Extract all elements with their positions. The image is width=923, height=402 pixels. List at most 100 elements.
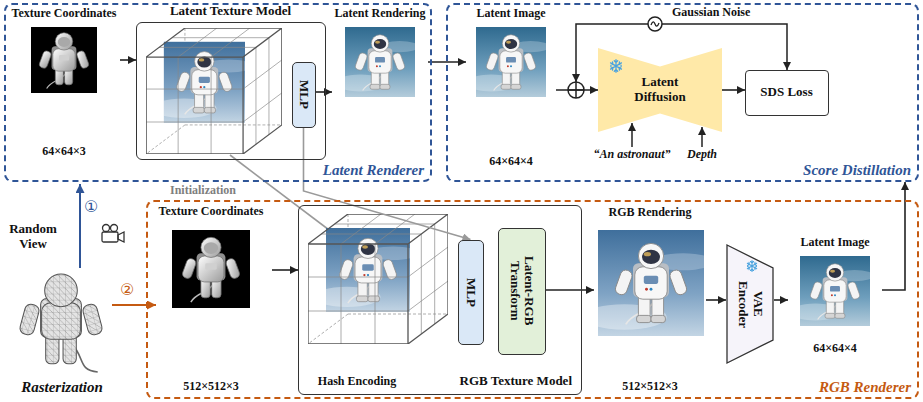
latent-image [465, 27, 550, 97]
latent-image-panel: Latent Image 64×64×4 [788, 236, 882, 356]
mesh-figure [19, 303, 41, 336]
latent-renderer-panel: Latent Renderer Texture Coordinates 64×64×… [4, 3, 432, 182]
encoder-outline [727, 245, 773, 363]
rgb-rendering-image [614, 243, 688, 324]
rgb-rendering-image [582, 230, 715, 336]
flow-arrow [556, 89, 598, 91]
text-slot: Latent-RGB Transform [507, 239, 537, 343]
condition-arrow [632, 123, 702, 147]
latent-rendering-image [334, 27, 419, 97]
text-slot: Random View [4, 222, 62, 252]
loss-box: SDS Loss [745, 70, 829, 116]
box-label: Latent Diffusion [617, 75, 703, 105]
latent-texture-cube [146, 28, 282, 154]
box-label: MLP [463, 278, 478, 307]
latent-image [789, 256, 874, 326]
latent-rendering-image [354, 35, 405, 91]
prompt-label: “An astronaut” [593, 148, 670, 162]
image-caption: Texture Coordinates [159, 205, 264, 219]
text-slot: Latent Diffusion [617, 75, 703, 105]
noise-path [648, 17, 662, 31]
latent-diffusion-unet: Latent Diffusion [598, 48, 722, 132]
mesh-figure [82, 303, 104, 336]
noise-path [651, 22, 659, 26]
transform-box: Latent-RGB Transform [498, 228, 546, 355]
text-slot: Depth [687, 148, 717, 162]
image-caption: Latent Image [801, 236, 870, 250]
latent-rendering-image [334, 27, 419, 97]
latent-image [465, 27, 550, 97]
text-slot: Latent Image [477, 7, 546, 21]
texture-coordinate-image [38, 33, 89, 89]
text-slot: ② [120, 281, 134, 299]
text-slot: “An astronaut” [593, 148, 670, 162]
step-number: ① [84, 198, 98, 216]
box-title: RGB Texture Model [460, 374, 572, 389]
text-slot: SDS Loss [760, 85, 812, 100]
text-slot: RGB Renderer [819, 379, 911, 396]
condition-arrow [701, 127, 703, 147]
image-caption: Latent Rendering [335, 7, 426, 21]
latent-image [789, 256, 874, 326]
text-slot: ① [84, 198, 98, 216]
view-label: Random View [4, 222, 62, 252]
mesh-figure [19, 274, 104, 372]
initialization-label: Initialization [170, 184, 236, 198]
box-label: SDS Loss [760, 85, 812, 100]
text-slot: Initialization [170, 184, 236, 198]
text-slot: 64×64×3 [42, 145, 86, 159]
text-slot: Gaussian Noise [672, 6, 750, 20]
texture-coordinates-panel: Texture Coordinates 64×64×3 [8, 7, 120, 159]
step-number: ② [120, 281, 134, 299]
text-slot: Latent Texture Model [170, 4, 291, 19]
box-label: Latent-RGB Transform [507, 239, 537, 343]
module-label: Hash Encoding [318, 375, 396, 389]
noise-label: Gaussian Noise [672, 6, 750, 20]
flow-arrow [316, 91, 333, 93]
image-caption: RGB Rendering [608, 206, 691, 220]
latent-image-panel: Latent Image 64×64×4 [466, 7, 556, 169]
score-distillation-panel: Score DistillationLatent Image64×64×4Lat… [446, 3, 919, 182]
rgb-renderer-panel: RGB Renderer Texture Coordinates 512×512×3… [146, 200, 919, 399]
mesh-label: Rasterization [21, 379, 103, 396]
mlp-box: MLP [292, 62, 316, 128]
rgb-rendering-image [582, 230, 715, 336]
texture-coordinate-image [31, 27, 97, 93]
text-slot: Texture Coordinates [12, 7, 117, 21]
dimension-label: 64×64×3 [42, 145, 86, 159]
flow-arrow [722, 89, 745, 91]
dimension-label: 64×64×4 [813, 342, 857, 356]
box-label: VAE Encoder [735, 275, 765, 333]
hash-encoding-cube [308, 214, 448, 344]
camera-icon [102, 232, 118, 242]
dimension-label: 64×64×4 [489, 155, 533, 169]
latent-image [485, 35, 536, 91]
texture-coordinate-image [172, 230, 250, 308]
panel-title: RGB Renderer [819, 379, 911, 396]
encoder-trapezoid: VAE Encoder [726, 244, 774, 364]
image-caption: Texture Coordinates [12, 7, 117, 21]
panel-title: Latent Renderer [323, 162, 424, 179]
text-slot: MLP [296, 80, 311, 109]
text-slot: Texture Coordinates [159, 205, 264, 219]
text-slot: Score Distillation [803, 162, 911, 179]
camera-icon [118, 232, 124, 242]
text-slot: RGB Texture Model [460, 374, 572, 389]
latent-image [809, 264, 860, 320]
dimension-label: 512×512×3 [622, 380, 678, 394]
rgb-rendering-panel: RGB Rendering 512×512×3 [594, 206, 706, 394]
dimension-label: 512×512×3 [183, 380, 239, 394]
flow-arrow [546, 289, 595, 291]
flow-arrow [706, 299, 726, 301]
flow-arrow [882, 182, 905, 290]
unet-outline [598, 48, 722, 132]
view-arrow [79, 184, 81, 268]
camera-icon [103, 225, 110, 232]
camera-icon [102, 225, 124, 243]
texture-coordinate-image [31, 27, 97, 93]
mlp-box: MLP [458, 240, 484, 345]
text-slot: Rasterization [21, 379, 103, 396]
text-slot: 64×64×4 [813, 342, 857, 356]
latent-texture-model-box: Latent Texture ModelMLP [136, 22, 326, 160]
texture-coordinates-panel: Texture Coordinates 512×512×3 [150, 205, 272, 394]
